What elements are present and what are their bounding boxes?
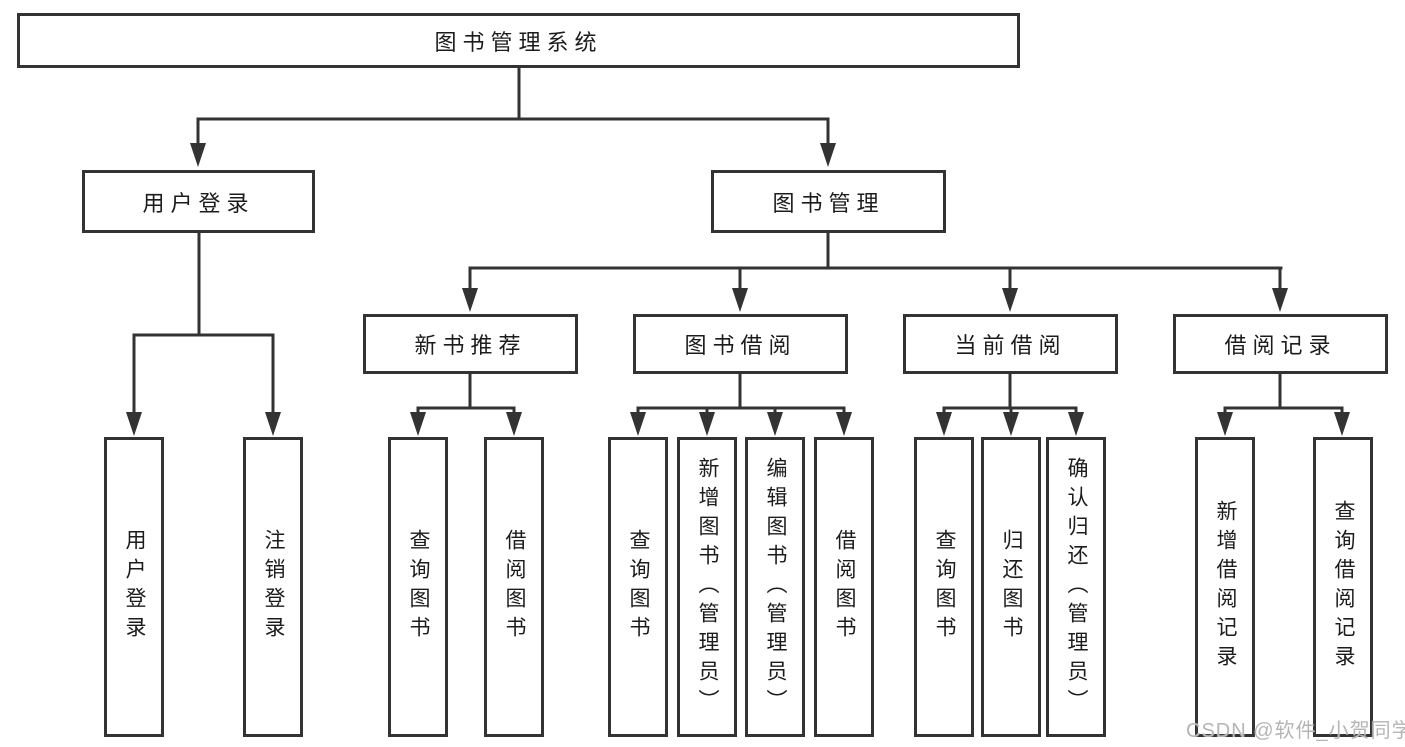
leaf-label: 确认归还（管理员） <box>1065 456 1088 718</box>
leaf-label: 查询借阅记录 <box>1332 500 1355 674</box>
leaf-label: 用户登录 <box>123 529 146 645</box>
node-label: 新书推荐 <box>414 333 527 358</box>
connector-records-leaves <box>1223 374 1344 417</box>
leaf-borrow-books-borrow: 借阅图书 <box>814 437 874 737</box>
leaf-label: 注销登录 <box>262 529 285 645</box>
node-label: 图书借阅 <box>684 333 797 358</box>
connector-borrowing-leaves <box>636 374 846 417</box>
leaf-query-books-recommend: 查询图书 <box>388 437 448 737</box>
node-book-borrowing: 图书借阅 <box>633 314 848 374</box>
leaf-label: 新增借阅记录 <box>1214 500 1237 674</box>
leaf-label: 查询图书 <box>407 529 430 645</box>
leaf-query-books-current: 查询图书 <box>914 437 974 737</box>
node-label: 用户登录 <box>142 190 255 216</box>
connector-book-management-to-level3 <box>468 232 1283 293</box>
leaf-label: 借阅图书 <box>833 529 856 645</box>
leaf-return-books: 归还图书 <box>981 437 1041 737</box>
leaf-label: 新增图书（管理员） <box>696 456 719 718</box>
leaf-add-books-admin: 新增图书（管理员） <box>677 437 737 737</box>
csdn-watermark: CSDN @软件_小贺同学 <box>1186 720 1405 742</box>
connector-recommendation-leaves <box>416 374 516 417</box>
connector-current-borrowing-leaves <box>942 374 1078 417</box>
leaf-label: 归还图书 <box>1000 529 1023 645</box>
node-user-login: 用户登录 <box>82 170 315 233</box>
node-new-book-recommendation: 新书推荐 <box>363 314 578 374</box>
node-book-management: 图书管理 <box>711 170 946 233</box>
node-label: 图书管理系统 <box>434 29 603 55</box>
leaf-confirm-return-admin: 确认归还（管理员） <box>1046 437 1106 737</box>
leaf-label: 查询图书 <box>933 529 956 645</box>
arrowheads <box>126 143 1350 436</box>
connector-root-to-level2 <box>196 68 830 147</box>
leaf-label: 查询图书 <box>627 529 650 645</box>
connector-user-login-subtree <box>132 232 275 416</box>
leaf-user-login: 用户登录 <box>104 437 164 737</box>
leaf-label: 编辑图书（管理员） <box>764 456 787 718</box>
node-borrowing-records: 借阅记录 <box>1173 314 1388 374</box>
node-label: 借阅记录 <box>1224 333 1337 358</box>
leaf-edit-books-admin: 编辑图书（管理员） <box>745 437 805 737</box>
node-label: 当前借阅 <box>954 333 1067 358</box>
leaf-logout: 注销登录 <box>243 437 303 737</box>
leaf-query-borrow-record: 查询借阅记录 <box>1313 437 1373 737</box>
leaf-add-borrow-record: 新增借阅记录 <box>1195 437 1255 737</box>
leaf-query-books-borrow: 查询图书 <box>608 437 668 737</box>
node-label: 图书管理 <box>772 190 885 216</box>
node-library-management-system: 图书管理系统 <box>17 13 1020 68</box>
leaf-label: 借阅图书 <box>503 529 526 645</box>
node-current-borrowing: 当前借阅 <box>903 314 1118 374</box>
leaf-borrow-books-recommend: 借阅图书 <box>484 437 544 737</box>
